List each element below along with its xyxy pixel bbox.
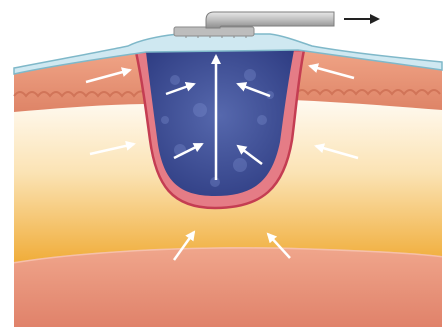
muscle-layer — [14, 247, 442, 327]
suction-tube — [206, 12, 334, 28]
